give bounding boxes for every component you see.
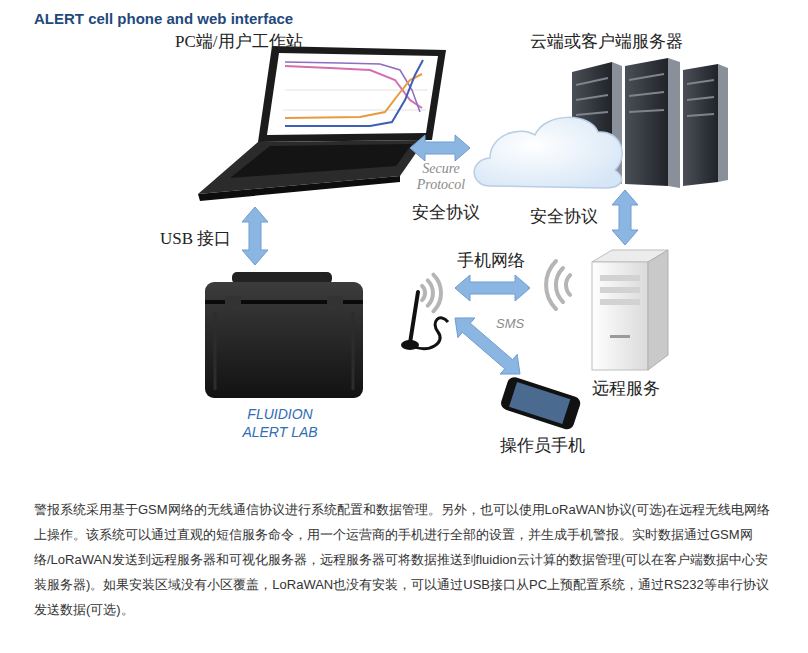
case-latch bbox=[225, 296, 241, 310]
server-side bbox=[668, 58, 680, 188]
server-slot bbox=[687, 114, 714, 116]
server-slot bbox=[576, 112, 608, 115]
signal-arc bbox=[556, 268, 563, 302]
chart-grid bbox=[285, 90, 428, 91]
signal-arc bbox=[428, 280, 433, 305]
tower-slot bbox=[610, 335, 630, 338]
case-latch bbox=[327, 296, 343, 310]
laptop-edge bbox=[198, 176, 400, 201]
node-label: FLUIDION ALERT LAB bbox=[230, 405, 330, 441]
connector-label: 安全协议 bbox=[530, 207, 598, 227]
tower-slot bbox=[600, 275, 640, 281]
operator-phone-node: 操作员手机 bbox=[498, 374, 588, 460]
chart-line bbox=[285, 62, 420, 112]
phone-screen bbox=[509, 382, 570, 424]
protocol-label: 安全协议 bbox=[412, 203, 480, 223]
case-rib bbox=[214, 312, 217, 390]
server-slot bbox=[576, 78, 608, 85]
node-label: 操作员手机 bbox=[498, 436, 586, 456]
laptop-keyboard bbox=[230, 144, 412, 178]
caption-paragraph: 警报系统采用基于GSM网络的无线通信协议进行系统配置和数据管理。另外，也可以使用… bbox=[34, 497, 779, 622]
cloud-server-node: 云端或客户端服务器 bbox=[470, 28, 735, 190]
laptop-illustration bbox=[198, 46, 446, 201]
chart-line bbox=[285, 74, 422, 118]
antenna-illustration bbox=[401, 275, 448, 350]
double-block-arrow bbox=[410, 135, 470, 161]
alert-lab-node: FLUIDION ALERT LAB bbox=[195, 265, 455, 445]
server-front bbox=[625, 58, 668, 186]
server-slot bbox=[629, 74, 664, 80]
signal-arc bbox=[566, 275, 570, 295]
tower-front bbox=[592, 262, 648, 370]
double-block-arrow bbox=[242, 207, 268, 265]
server-slot bbox=[629, 92, 664, 96]
connector-label: USB 接口 bbox=[160, 229, 231, 249]
connector-label: SMS bbox=[496, 316, 524, 332]
phone-illustration bbox=[499, 375, 582, 431]
server-slot bbox=[687, 97, 714, 100]
signal-arcs bbox=[422, 275, 441, 312]
double-block-arrow bbox=[455, 275, 530, 301]
case-rib bbox=[352, 312, 355, 390]
double-block-arrow bbox=[612, 190, 638, 245]
phone-body bbox=[499, 375, 582, 431]
chart-grid bbox=[283, 110, 426, 111]
tower-side bbox=[648, 250, 668, 370]
signal-arc bbox=[422, 286, 425, 300]
node-label: 云端或客户端服务器 bbox=[530, 32, 683, 52]
laptop-lid bbox=[258, 46, 446, 142]
signal-arc bbox=[433, 275, 441, 312]
case-body bbox=[205, 282, 363, 398]
workstation-node: PC端/用户工作站 bbox=[165, 30, 410, 207]
diagram-title: ALERT cell phone and web interface bbox=[34, 10, 293, 27]
cloud-shape bbox=[474, 117, 622, 188]
remote-server-node: 远程服务 bbox=[530, 245, 680, 372]
alert-lab-case bbox=[205, 272, 363, 398]
server-front bbox=[683, 64, 718, 186]
node-label: 远程服务 bbox=[592, 379, 660, 399]
node-label: PC端/用户工作站 bbox=[175, 32, 303, 52]
tower-slot bbox=[600, 287, 640, 293]
antenna-rod bbox=[410, 292, 418, 343]
remote-server-illustration bbox=[546, 250, 668, 370]
server-slot bbox=[687, 80, 714, 84]
server-slot bbox=[576, 95, 608, 100]
signal-arc bbox=[546, 261, 556, 309]
server-slot bbox=[629, 110, 664, 112]
connector-label: 手机网络 bbox=[457, 251, 525, 271]
connector-label: Secure Protocol bbox=[413, 161, 469, 193]
chart-line bbox=[285, 60, 423, 126]
tower-slot bbox=[600, 299, 640, 305]
server-side bbox=[718, 64, 728, 182]
signal-arcs bbox=[546, 261, 570, 309]
laptop-screen bbox=[267, 53, 438, 135]
server-slots bbox=[576, 74, 714, 116]
